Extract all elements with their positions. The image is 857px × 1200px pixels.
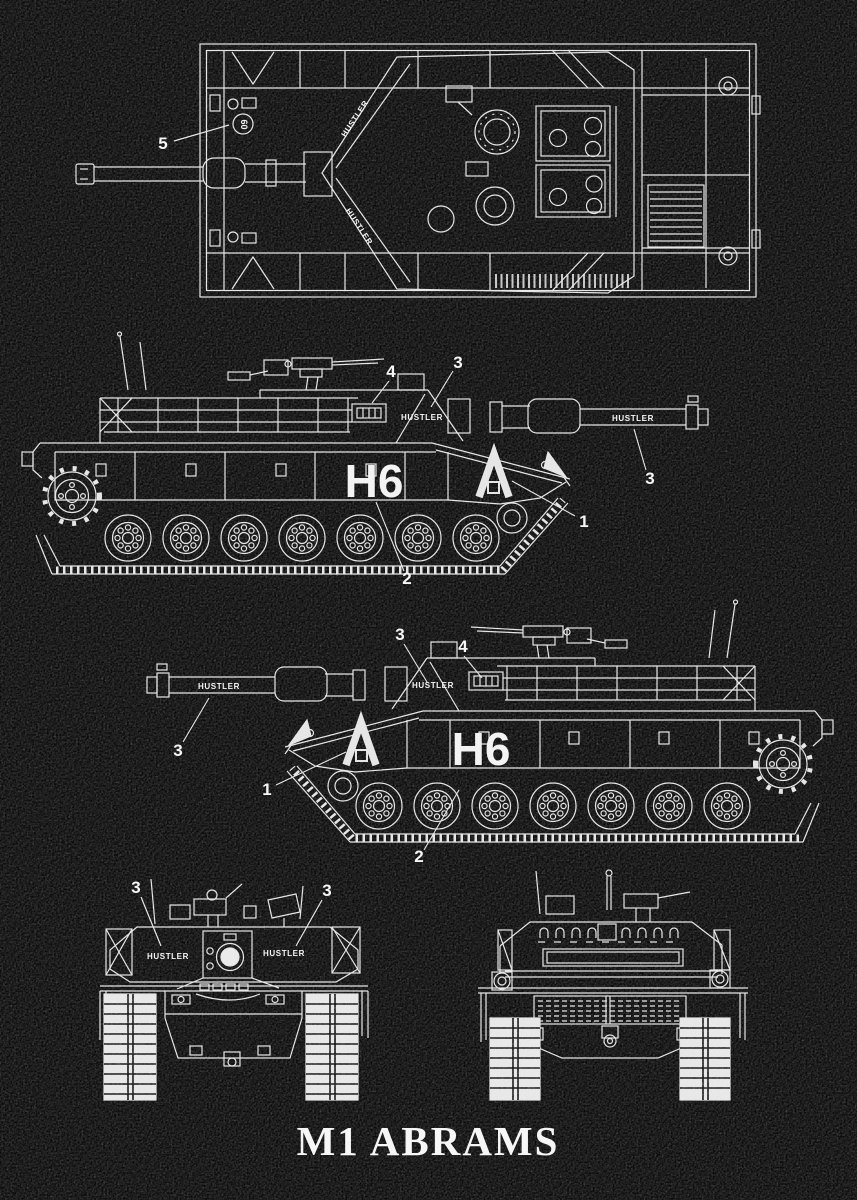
- blueprint-poster: 60 HUSTLER HUSTLER 5 H6 HUSTLER HUSTLER …: [0, 0, 857, 1200]
- grain-texture: [0, 0, 857, 1200]
- blueprint-canvas: 60 HUSTLER HUSTLER 5 H6 HUSTLER HUSTLER …: [0, 0, 857, 1200]
